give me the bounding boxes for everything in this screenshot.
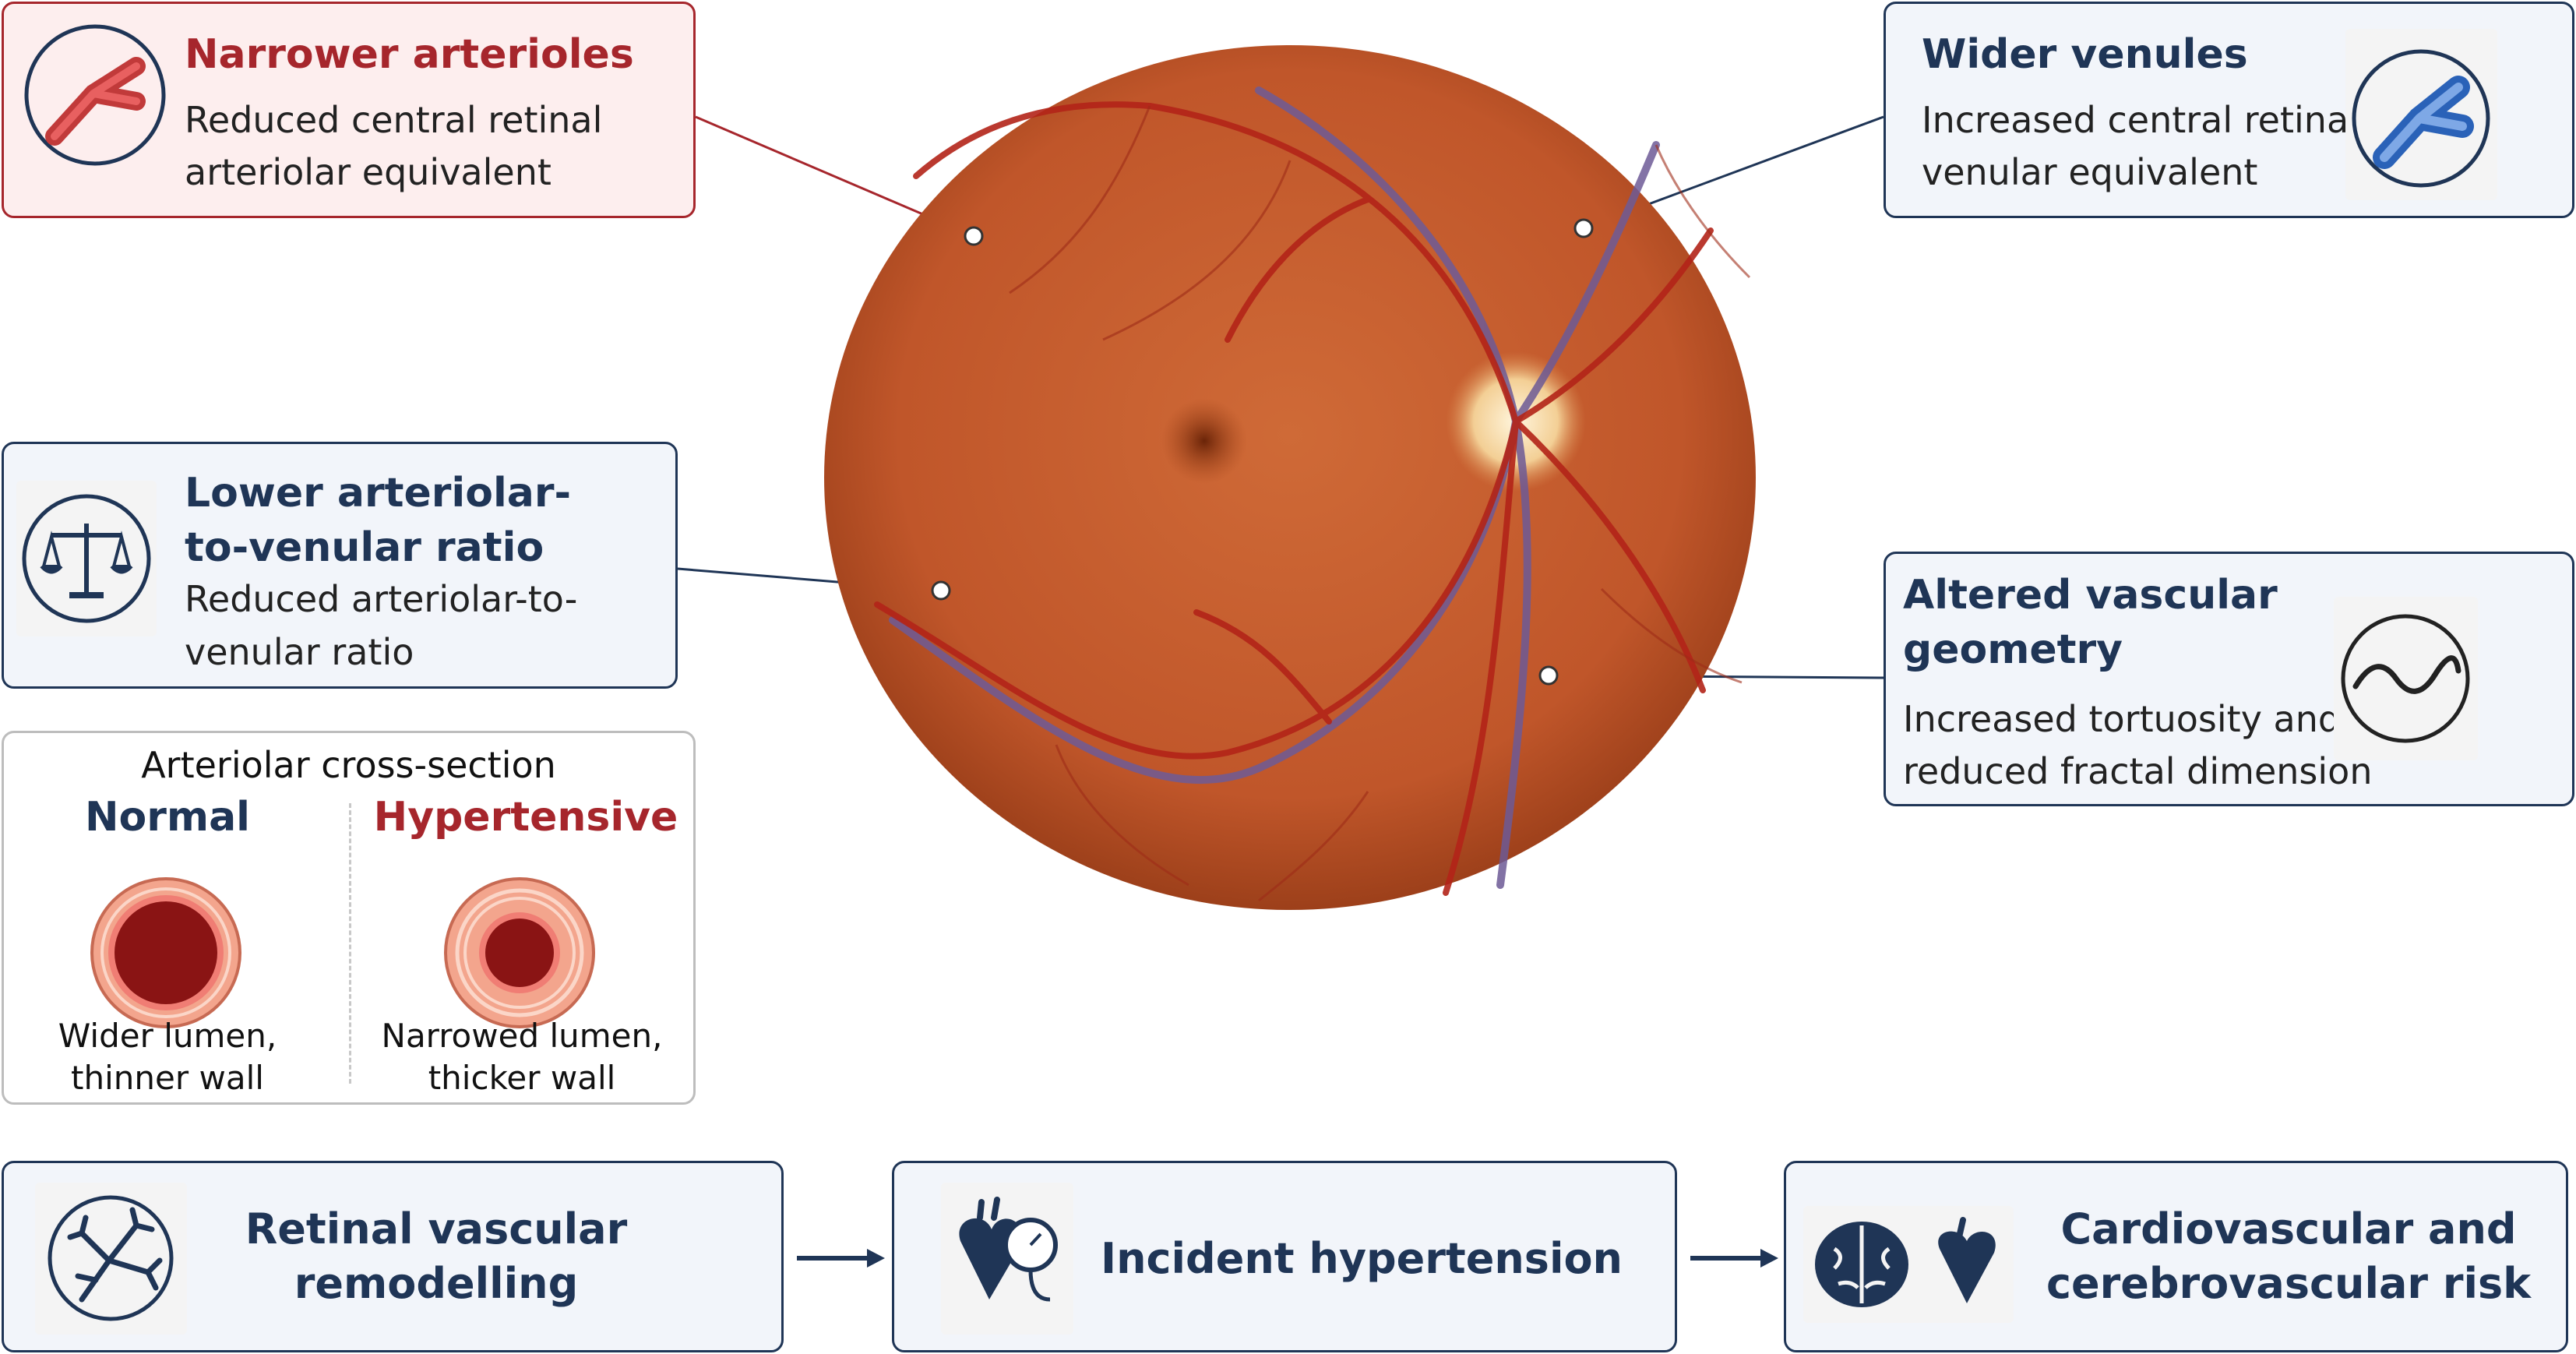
cross-section-box: Arteriolar cross-section Normal Hyperten… (2, 731, 696, 1105)
brain-heart-icon (1815, 1217, 1996, 1307)
normal-label: Normal (85, 794, 250, 841)
vessel-network-icon (48, 1195, 174, 1321)
altered-geometry-title-2: geometry (1903, 626, 2123, 673)
scales-icon-tile (16, 481, 157, 636)
flow-risk-title-1: Cardiovascular and (2060, 1204, 2517, 1254)
normal-caption-2: thinner wall (71, 1059, 264, 1097)
hypertensive-caption-2: thicker wall (428, 1059, 616, 1097)
altered-geometry-title-1: Altered vascular (1903, 572, 2278, 619)
macula (1161, 398, 1247, 484)
heart-gauge-icon-tile (941, 1183, 1073, 1335)
flow-box-risk: Cardiovascular and cerebrovascular risk (1784, 1161, 2568, 1352)
narrower-arterioles-line-1: Reduced central retinal (185, 99, 603, 141)
wider-venules-title: Wider venules (1922, 31, 2248, 78)
vein-icon (2352, 49, 2490, 188)
wider-venules-line-1: Increased central retinal (1922, 99, 2359, 141)
vessel-network-icon-tile (35, 1183, 187, 1335)
vein-icon-tile (2345, 29, 2497, 200)
altered-geometry-line-1: Increased tortuosity and (1903, 698, 2342, 740)
narrower-arterioles-title: Narrower arterioles (185, 31, 634, 78)
cross-section-heading: Arteriolar cross-section (141, 744, 556, 786)
wave-icon-tile (2334, 597, 2478, 760)
flow-risk-title-2: cerebrovascular risk (2046, 1259, 2532, 1308)
brain-heart-icon-tile (1803, 1206, 2014, 1323)
normal-caption-1: Wider lumen, (58, 1017, 277, 1055)
flow-remodelling-title-2: remodelling (294, 1259, 579, 1308)
scales-icon (22, 494, 151, 623)
lower-avr-title-2: to-venular ratio (185, 524, 544, 571)
retinal-fundus-image (824, 45, 1756, 910)
cross-section-divider (349, 803, 351, 1084)
wave-icon (2341, 614, 2470, 743)
heart-gauge-icon (959, 1197, 1058, 1302)
fundus-disc (824, 45, 1756, 910)
arrow-1 (797, 1249, 885, 1268)
hypertensive-label: Hypertensive (373, 794, 678, 841)
altered-geometry-box: Altered vascular geometry Increased tort… (1884, 552, 2574, 806)
lower-avr-title-1: Lower arteriolar- (185, 470, 572, 517)
flow-remodelling-title-1: Retinal vascular (245, 1204, 628, 1254)
narrower-arterioles-line-2: arteriolar equivalent (185, 151, 551, 193)
normal-vessel-cross-section (90, 877, 241, 1028)
flow-box-remodelling: Retinal vascular remodelling (2, 1161, 784, 1352)
artery-icon-tile (19, 19, 171, 171)
lower-avr-line-2: venular ratio (185, 631, 414, 673)
arrow-2 (1690, 1249, 1778, 1268)
narrower-arterioles-box: Narrower arterioles Reduced central reti… (2, 2, 696, 218)
flow-hypertension-title: Incident hypertension (1100, 1234, 1623, 1283)
lower-avr-box: Lower arteriolar- to-venular ratio Reduc… (2, 442, 678, 689)
hypertensive-caption-1: Narrowed lumen, (381, 1017, 663, 1055)
wider-venules-line-2: venular equivalent (1922, 151, 2258, 193)
lower-avr-line-1: Reduced arteriolar-to- (185, 578, 578, 620)
altered-geometry-line-2: reduced fractal dimension (1903, 750, 2373, 792)
flow-box-hypertension: Incident hypertension (892, 1161, 1677, 1352)
artery-icon (24, 24, 166, 166)
hypertensive-vessel-cross-section (444, 877, 595, 1028)
wider-venules-box: Wider venules Increased central retinal … (1884, 2, 2574, 218)
